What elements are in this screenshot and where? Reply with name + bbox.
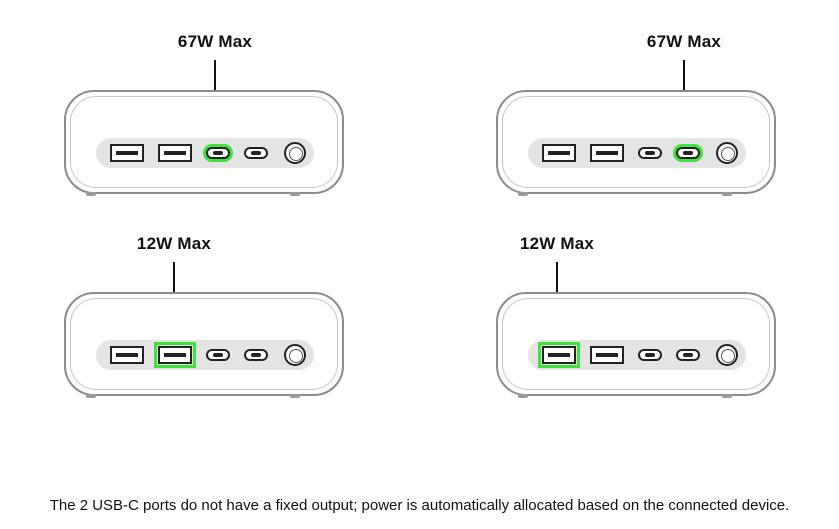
power-bank bbox=[64, 90, 344, 194]
port-strip bbox=[96, 340, 314, 370]
panel-top-right: 67W Max bbox=[496, 32, 826, 212]
power-button-icon bbox=[284, 344, 306, 366]
usb-a-port-icon bbox=[158, 144, 192, 162]
usb-a-port-icon bbox=[590, 144, 624, 162]
port-strip bbox=[528, 138, 746, 168]
usb-c-port-icon bbox=[244, 147, 268, 159]
device-foot bbox=[290, 192, 300, 196]
usb-a-port-icon bbox=[590, 346, 624, 364]
output-label: 67W Max bbox=[646, 32, 722, 51]
power-button-icon bbox=[716, 344, 738, 366]
device-foot bbox=[86, 192, 96, 196]
panel-bottom-left: 12W Max bbox=[64, 234, 394, 414]
power-bank bbox=[496, 292, 776, 396]
output-label: 12W Max bbox=[519, 234, 595, 253]
device-foot bbox=[722, 192, 732, 196]
power-bank bbox=[64, 292, 344, 396]
usb-a-port-icon bbox=[538, 342, 580, 368]
usb-a-port-icon bbox=[542, 144, 576, 162]
panel-bottom-right: 12W Max bbox=[496, 234, 826, 414]
panel-top-left: 67W Max bbox=[64, 32, 394, 212]
output-label: 67W Max bbox=[177, 32, 253, 51]
device-foot bbox=[518, 192, 528, 196]
power-button-icon bbox=[284, 142, 306, 164]
footnote: The 2 USB-C ports do not have a fixed ou… bbox=[49, 497, 790, 514]
usb-a-port-icon bbox=[110, 346, 144, 364]
power-bank-bezel bbox=[502, 96, 770, 188]
device-foot bbox=[722, 394, 732, 398]
output-label: 12W Max bbox=[136, 234, 212, 253]
usb-a-port-icon bbox=[110, 144, 144, 162]
power-bank bbox=[496, 90, 776, 194]
usb-c-port-icon bbox=[206, 349, 230, 361]
power-button-icon bbox=[716, 142, 738, 164]
usb-c-port-icon bbox=[676, 349, 700, 361]
power-bank-bezel bbox=[70, 298, 338, 390]
device-foot bbox=[86, 394, 96, 398]
usb-c-port-icon bbox=[676, 147, 700, 159]
power-bank-bezel bbox=[502, 298, 770, 390]
usb-c-port-icon bbox=[638, 147, 662, 159]
usb-c-port-icon bbox=[638, 349, 662, 361]
power-bank-bezel bbox=[70, 96, 338, 188]
device-foot bbox=[518, 394, 528, 398]
device-foot bbox=[290, 394, 300, 398]
usb-c-port-icon bbox=[206, 147, 230, 159]
usb-a-port-icon bbox=[154, 342, 196, 368]
port-strip bbox=[96, 138, 314, 168]
port-strip bbox=[528, 340, 746, 370]
usb-c-port-icon bbox=[244, 349, 268, 361]
